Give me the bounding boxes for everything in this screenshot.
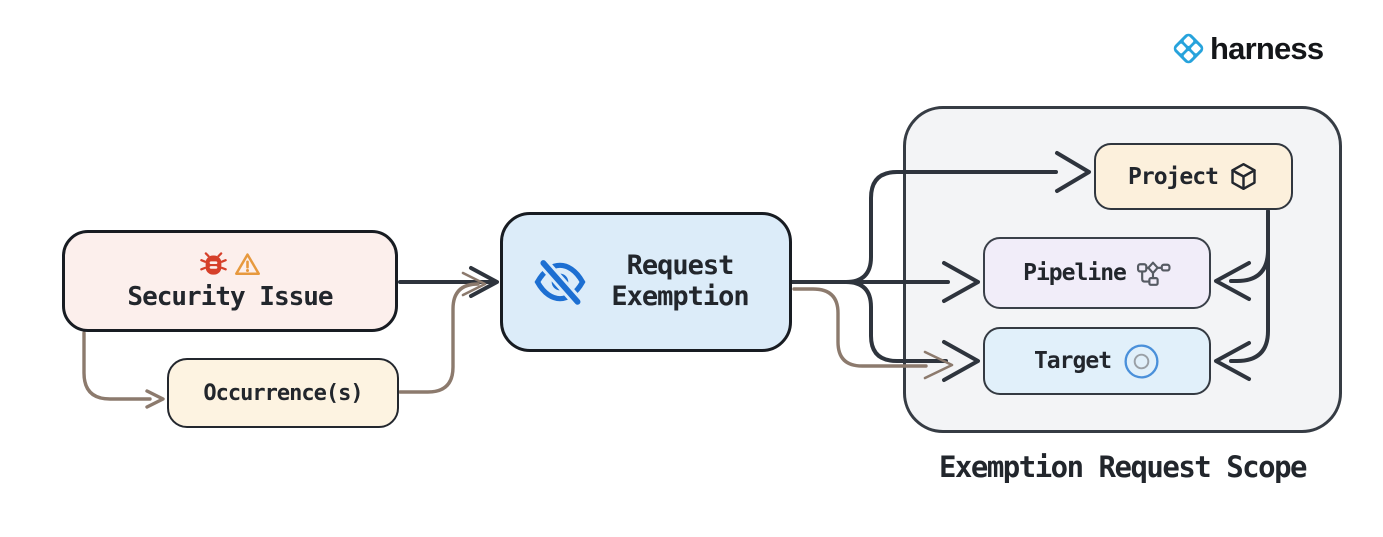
request-exemption-label: Request Exemption xyxy=(611,250,749,312)
arrowhead-brown-into-request xyxy=(461,271,487,297)
project-label: Project xyxy=(1128,163,1219,190)
eye-off-icon xyxy=(533,255,587,309)
pipeline-label: Pipeline xyxy=(1023,260,1127,286)
pipeline-dag-icon xyxy=(1136,260,1171,287)
arrow-occurrence-to-request xyxy=(398,282,480,394)
warning-icon xyxy=(234,251,261,278)
package-cube-icon xyxy=(1228,161,1259,192)
arrow-security-to-occurrence xyxy=(82,331,152,401)
harness-logo: harness xyxy=(1170,30,1324,67)
security-issue-node: Security Issue xyxy=(62,230,398,332)
harness-diamond-icon xyxy=(1170,30,1207,67)
target-label: Target xyxy=(1033,348,1112,374)
arrowhead-into-request xyxy=(469,266,499,298)
occurrence-node: Occurrence(s) xyxy=(167,358,399,428)
request-exemption-node: Request Exemption xyxy=(500,212,792,352)
occurrence-label: Occurrence(s) xyxy=(203,380,363,406)
project-node: Project xyxy=(1094,143,1293,210)
scope-caption: Exemption Request Scope xyxy=(938,450,1308,484)
target-circle-icon xyxy=(1123,343,1160,380)
security-issue-label: Security Issue xyxy=(127,281,333,312)
bug-icon xyxy=(199,251,227,278)
arrowhead-into-occurrence xyxy=(145,389,165,409)
harness-wordmark: harness xyxy=(1210,30,1324,66)
security-issue-icons xyxy=(199,251,261,278)
target-node: Target xyxy=(983,327,1211,395)
pipeline-node: Pipeline xyxy=(983,237,1211,309)
